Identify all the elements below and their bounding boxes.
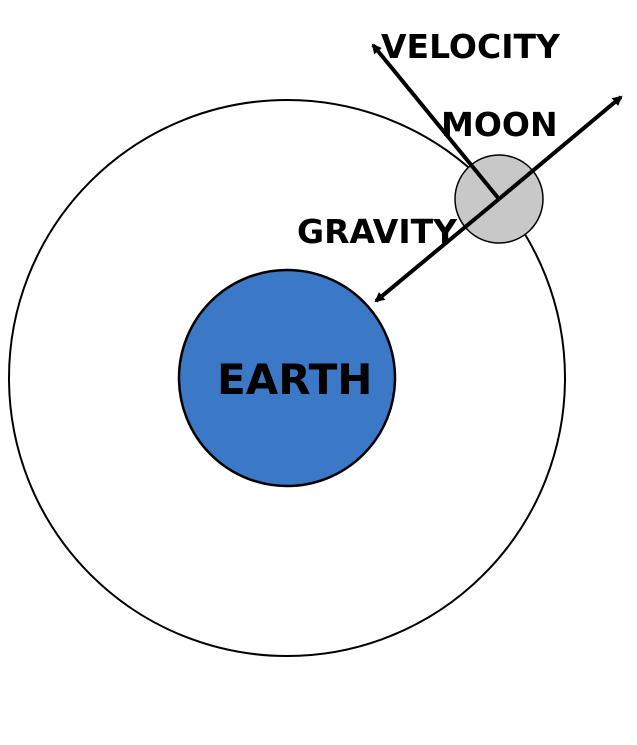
earth-circle	[177, 268, 397, 488]
moon-orbit	[8, 99, 566, 657]
velocity-arrow	[371, 43, 501, 201]
moon-label: MOON	[441, 105, 558, 144]
earth-label: EARTH	[217, 355, 372, 404]
velocity-label: VELOCITY	[381, 27, 561, 66]
gravity-arrow	[374, 197, 501, 303]
outward-arrow	[497, 95, 623, 201]
gravity-label: GRAVITY	[297, 212, 458, 251]
